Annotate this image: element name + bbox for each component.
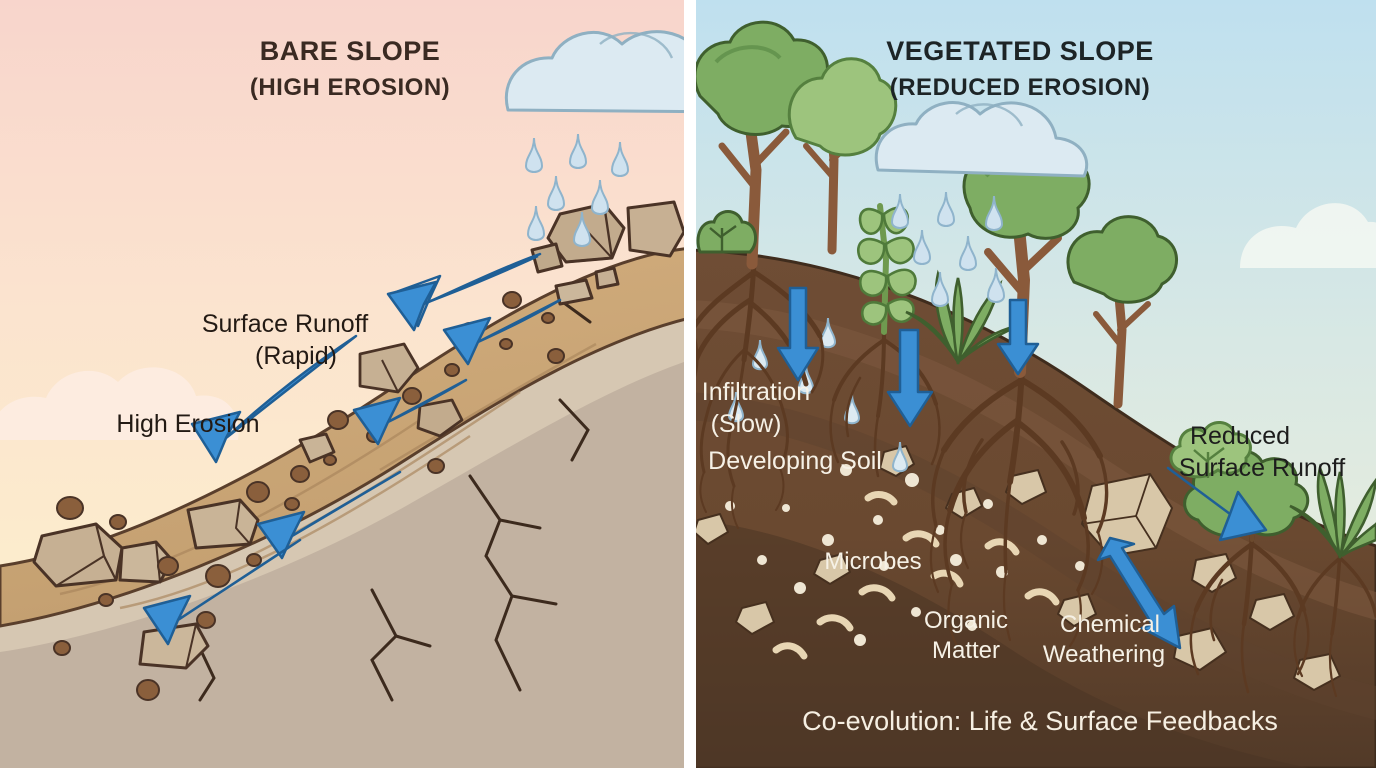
shrub-slope-mid: [1169, 421, 1252, 479]
eroded-boulders-left: [32, 498, 260, 670]
label-chemical-weathering-line1: Chemical: [1060, 611, 1160, 638]
sapling-center: [857, 203, 917, 335]
organic-matter-bits: [772, 491, 1060, 660]
raindrops-left: [524, 133, 630, 247]
coevolution-caption: Co-evolution: Life & Surface Feedbacks: [802, 706, 1278, 736]
bare-soil-surface: [0, 246, 690, 628]
label-reduced-runoff-line1: Reduced: [1190, 422, 1290, 450]
label-developing-soil: Developing Soil: [708, 447, 882, 475]
reduced-runoff-arrow: [1166, 466, 1268, 542]
tree-right-round: [1066, 215, 1178, 409]
runoff-arrows-left: [142, 252, 562, 646]
label-surface-runoff-line2: (Rapid): [255, 342, 337, 370]
infiltration-arrows: [776, 286, 1040, 428]
right-panel-title: VEGETATED SLOPE: [886, 36, 1154, 66]
slope-rocks-left: [298, 342, 464, 464]
panel-divider: [684, 0, 696, 768]
left-panel-subtitle: (HIGH EROSION): [250, 74, 450, 101]
shrub-upper-left: [696, 210, 758, 254]
background-cloud-right: [1240, 203, 1376, 268]
raindrops-right: [890, 191, 1006, 307]
right-panel: [690, 0, 1376, 768]
loose-pebbles-left: [53, 291, 565, 701]
label-high-erosion: High Erosion: [116, 410, 259, 438]
label-organic-matter-line1: Organic: [924, 607, 1008, 634]
soil-horizon-a: [690, 300, 1376, 620]
rain-cloud-right: [874, 101, 1089, 178]
left-panel-title: BARE SLOPE: [260, 36, 441, 66]
label-reduced-runoff-line2: Surface Runoff: [1179, 454, 1345, 482]
microbe-dots: [725, 464, 1085, 646]
label-infiltration-line2: (Slow): [711, 410, 782, 438]
root-systems: [690, 259, 1376, 698]
label-microbes: Microbes: [824, 548, 921, 575]
label-organic-matter-line2: Matter: [932, 637, 1000, 664]
grass-tuft-right: [1289, 463, 1376, 559]
soil-horizon-c: [690, 520, 1376, 768]
left-panel: [0, 0, 690, 768]
label-chemical-weathering-line2: Weathering: [1043, 641, 1165, 668]
background-cloud-left: [0, 367, 239, 440]
tree-light-green: [787, 57, 898, 255]
label-infiltration-line1: Infiltration: [702, 378, 810, 406]
chemical-weathering-arrow: [1096, 536, 1182, 650]
right-panel-subtitle: (REDUCED EROSION): [890, 74, 1151, 101]
crest-boulders-left: [530, 200, 686, 306]
label-surface-runoff-line1: Surface Runoff: [202, 310, 368, 338]
